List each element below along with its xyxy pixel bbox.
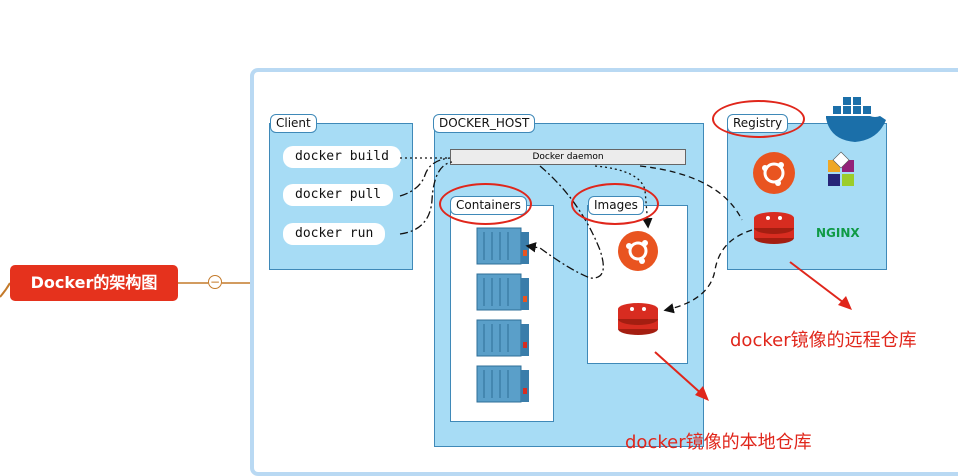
container-icon <box>476 227 529 265</box>
containers-label: Containers <box>450 196 527 215</box>
registry-nginx-logo: NGINX <box>816 226 860 240</box>
images-label: Images <box>588 196 644 215</box>
docker-whale-icon <box>826 97 886 142</box>
registry-ubuntu-icon <box>753 152 795 194</box>
canvas: Docker的架构图 − Client docker build docker … <box>0 68 958 476</box>
annotation-local-registry: docker镜像的本地仓库 <box>625 432 812 453</box>
image-redis-icon <box>618 303 658 335</box>
client-label: Client <box>270 114 317 133</box>
registry-label: Registry <box>727 114 789 133</box>
command-docker-run: docker run <box>283 223 386 245</box>
diagram-graphics: NGINX <box>399 97 886 403</box>
mindmap-connectors <box>0 282 252 298</box>
command-docker-build: docker build <box>283 146 401 168</box>
docker-host-label: DOCKER_HOST <box>433 114 536 133</box>
registry-centos-icon <box>828 151 854 186</box>
flow-arrows <box>399 157 753 314</box>
docker-daemon-bar: Docker daemon <box>450 149 686 165</box>
registry-panel <box>727 123 887 270</box>
collapse-toggle-icon[interactable]: − <box>208 275 222 289</box>
mindmap-node-docker-architecture[interactable]: Docker的架构图 <box>10 265 178 301</box>
image-ubuntu-icon <box>618 231 658 271</box>
annotation-remote-registry: docker镜像的远程仓库 <box>730 330 917 351</box>
registry-redis-icon <box>754 212 794 244</box>
command-docker-pull: docker pull <box>283 184 394 206</box>
container-icon <box>476 365 529 403</box>
container-icon <box>476 273 529 311</box>
container-icon <box>476 319 529 357</box>
annotation-arrows <box>654 261 852 401</box>
